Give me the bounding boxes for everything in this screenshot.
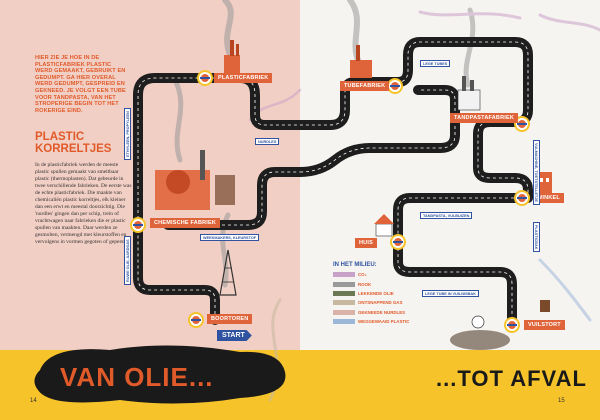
vuilstort-landfill-icon: [450, 300, 550, 350]
station-markers: [130, 70, 530, 333]
legend-item-lekkende-olie: Lekkende olie: [333, 289, 413, 298]
station-label-vuilstort: Vuilstort: [524, 320, 565, 330]
road-label-weekmakers: Weekmakers, kleurstof: [200, 234, 260, 242]
legend-item-rook: Rook: [333, 279, 413, 288]
station-label-chemische-fabriek: Chemische fabriek: [150, 218, 221, 228]
station-label-plasticfabriek: Plasticfabriek: [214, 73, 273, 83]
page-number-left: 14: [30, 398, 37, 404]
station-label-tandpastafabriek: Tandpastafabriek: [450, 113, 519, 123]
tandpastafabriek-building-icon: [457, 76, 481, 111]
station-label-tubefabriek: Tubefabriek: [340, 81, 390, 91]
station-label-huis: Huis: [355, 238, 377, 248]
station-label-winkel: Winkel: [533, 193, 564, 203]
legend-item-ontsnappend-gas: Ontsnappend gas: [333, 298, 413, 307]
road-label-tandpasta: Tandpasta, vulbuizen: [420, 212, 473, 220]
tubefabriek-building-icon: [350, 45, 372, 78]
legend-item-weggewaaid-plastic: Weggewaaid plastic: [333, 317, 413, 326]
title-van-olie: VAN OLIE...: [60, 362, 214, 392]
intro-text: Hier zie je hoe in de plasticfabriek pla…: [35, 55, 126, 114]
road-label-lege-tubes: Lege tubes: [420, 60, 451, 68]
legend-item-gekneede-nurdles: Gekneede nurdles: [333, 308, 413, 317]
body-paragraph: In de plasticfabriek werden de meeste pl…: [35, 162, 132, 245]
road-label-ethyleen: Ethyleen, propyleen: [124, 108, 132, 160]
huis-house-icon: [374, 214, 394, 237]
winkel-shop-icon: [536, 172, 552, 194]
title-tot-afval: ...TOT AFVAL: [436, 366, 587, 391]
boortoren-tower-icon: [219, 249, 237, 296]
road-label-vulmachine: Vulmachine, toetstelletje: [532, 140, 540, 205]
road-label-olie: Ruwe olie, aardgas: [124, 236, 132, 285]
page-number-right: 15: [558, 398, 565, 404]
legend-title: In het milieu:: [333, 262, 377, 268]
station-label-boortoren: Boortoren: [207, 314, 253, 324]
road-label-lege-tube-vuilnisbak: Lege tube in vuilnisbak: [422, 290, 479, 298]
environment-legend: In het milieu: CO₂ Rook Lekkende olie On…: [333, 262, 413, 326]
chemische-fabriek-building-icon: [155, 150, 235, 210]
road-label-plasticbak: Plasticbak: [532, 222, 540, 253]
plasticfabriek-building-icon: [224, 40, 240, 73]
oil-splat-shape: [34, 345, 286, 404]
section-heading: Plastic korreltjes: [35, 131, 112, 155]
road-label-nurdles: Nurdles: [255, 138, 280, 146]
legend-item-co2: CO₂: [333, 270, 413, 279]
start-arrow-label: Start: [217, 330, 252, 341]
